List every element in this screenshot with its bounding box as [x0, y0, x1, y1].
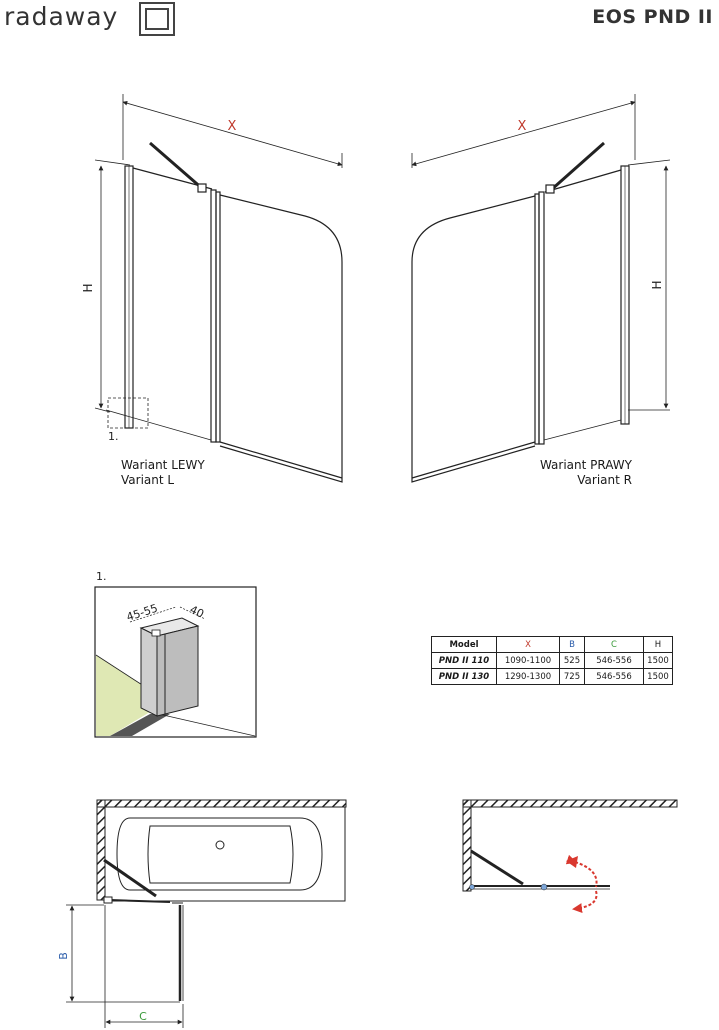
left-elevation: [94, 94, 343, 483]
cell-h: 1500: [643, 652, 673, 669]
plan-view-right: [462, 799, 678, 892]
table-row: PND II 130 1290-1300 725 546-556 1500: [431, 668, 673, 685]
col-x: X: [496, 636, 560, 653]
variant-right-line1: Wariant PRAWY: [539, 458, 632, 472]
cell-c: 546-556: [584, 668, 644, 685]
brand-logo-mark: [139, 2, 175, 36]
detail-dim-b: 40: [188, 603, 206, 621]
cell-b: 725: [559, 668, 585, 685]
swing-arrows-icon: [565, 854, 598, 914]
left-h-label: H: [81, 283, 95, 292]
col-b: B: [559, 636, 585, 653]
cell-b: 525: [559, 652, 585, 669]
detail-view: [94, 586, 257, 738]
plan-b-label: B: [57, 952, 70, 960]
left-x-label: X: [228, 119, 237, 134]
model-title: EOS PND II: [592, 6, 713, 28]
plan-view-left: [66, 799, 347, 1028]
variant-right-line2: Variant R: [577, 473, 632, 487]
right-x-label: X: [518, 119, 527, 134]
cell-h: 1500: [643, 668, 673, 685]
variant-left-line2: Variant L: [121, 473, 175, 487]
detail-title: 1.: [96, 570, 107, 583]
table-header-row: Model X B C H: [431, 636, 673, 653]
cell-c: 546-556: [584, 652, 644, 669]
variant-right-label: Wariant PRAWY Variant R: [520, 458, 632, 488]
cell-model: PND II 130: [431, 668, 497, 685]
left-detail-ref: 1.: [108, 430, 119, 443]
col-c: C: [584, 636, 644, 653]
plan-c-label: C: [139, 1010, 147, 1023]
right-elevation: [411, 94, 671, 483]
spec-table: Model X B C H PND II 110 1090-1100 525 5…: [431, 636, 673, 685]
brand-logo-text: radaway: [4, 2, 119, 31]
cell-x: 1090-1100: [496, 652, 560, 669]
cell-x: 1290-1300: [496, 668, 560, 685]
col-h: H: [643, 636, 673, 653]
col-model: Model: [431, 636, 497, 653]
variant-left-label: Wariant LEWY Variant L: [121, 458, 205, 488]
table-row: PND II 110 1090-1100 525 546-556 1500: [431, 652, 673, 669]
right-h-label: H: [650, 280, 664, 289]
variant-left-line1: Wariant LEWY: [121, 458, 205, 472]
cell-model: PND II 110: [431, 652, 497, 669]
